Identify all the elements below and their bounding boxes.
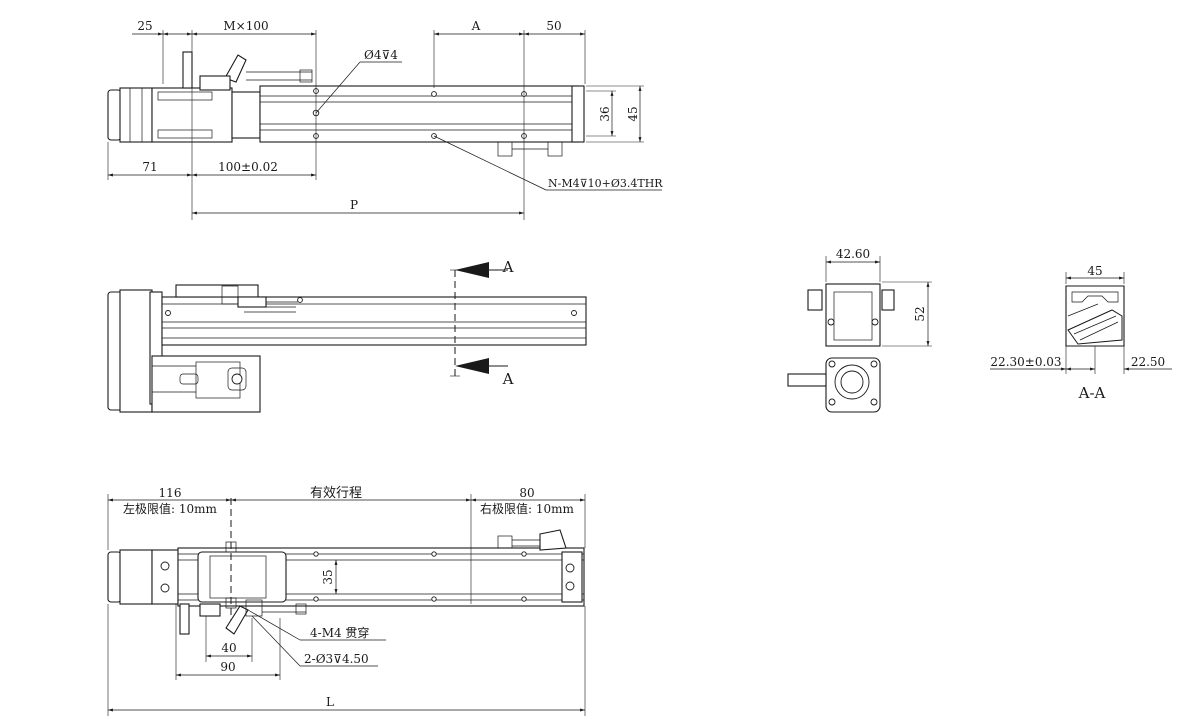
motor-body bbox=[119, 87, 153, 143]
dim-35: 35 bbox=[321, 569, 335, 584]
leader-pin bbox=[251, 615, 301, 667]
section-label: A-A bbox=[1078, 384, 1106, 402]
dim-36: 36 bbox=[598, 106, 612, 121]
motor-shaft bbox=[787, 373, 827, 387]
rail-endcap bbox=[571, 85, 585, 143]
leader-tapped bbox=[247, 609, 301, 641]
leader-hole bbox=[315, 61, 361, 114]
carriage-side bbox=[175, 284, 259, 298]
dim-l: L bbox=[326, 695, 334, 709]
handle-bar bbox=[182, 51, 193, 89]
lever bbox=[224, 54, 247, 83]
motor-endcap-bottom bbox=[107, 551, 122, 603]
rail-body bbox=[259, 85, 579, 143]
dim-45: 45 bbox=[626, 106, 640, 121]
motor-body-side bbox=[119, 289, 153, 413]
sensor-right bbox=[539, 529, 567, 551]
section-mark-bottom: A bbox=[502, 370, 514, 388]
bottom-view: 116 左极限值: 10mm 有效行程 80 右极限值: 10mm 35 4-M… bbox=[107, 486, 586, 716]
lever-base bbox=[199, 75, 231, 91]
section-mark-top: A bbox=[502, 258, 514, 276]
thread-callout: N-M4⊽10+Ø3.4THR bbox=[548, 177, 663, 190]
rail-side bbox=[161, 296, 587, 346]
slider-plate bbox=[231, 91, 261, 139]
section-view: 45 22.30±0.03 22.50 A-A bbox=[990, 264, 1172, 402]
bracket-lower bbox=[151, 355, 261, 413]
dim-p: P bbox=[350, 198, 358, 212]
leader-thread bbox=[433, 135, 547, 191]
hole-callout: Ø4⊽4 bbox=[364, 48, 398, 62]
end-right-clip bbox=[881, 289, 895, 311]
dim-100: 100±0.02 bbox=[218, 160, 278, 174]
section-dim-45: 45 bbox=[1087, 264, 1102, 278]
end-left-clip bbox=[807, 289, 823, 311]
side-view: A A bbox=[107, 258, 587, 413]
dim-42-60: 42.60 bbox=[836, 247, 870, 261]
motor-body-bottom bbox=[119, 549, 153, 605]
dim-80: 80 bbox=[519, 486, 534, 500]
dim-25: 25 bbox=[137, 19, 152, 33]
lever-bottom bbox=[225, 605, 249, 635]
pin-callout: 2-Ø3⊽4.50 bbox=[304, 652, 369, 666]
right-limit: 右极限值: 10mm bbox=[480, 501, 575, 516]
stroke-label: 有效行程 bbox=[310, 486, 362, 501]
motor-endcap bbox=[107, 89, 122, 141]
tapped-callout: 4-M4 贯穿 bbox=[310, 625, 369, 640]
dim-50: 50 bbox=[546, 19, 561, 33]
end-view: 42.60 52 bbox=[787, 247, 932, 413]
carriage-bottom bbox=[197, 551, 287, 603]
left-limit: 左极限值: 10mm bbox=[123, 501, 218, 516]
dim-22-50: 22.50 bbox=[1131, 355, 1165, 369]
dim-52: 52 bbox=[913, 306, 927, 321]
dim-mx100: M×100 bbox=[223, 19, 268, 33]
handle-bottom bbox=[179, 603, 190, 635]
dim-71: 71 bbox=[142, 160, 157, 174]
dim-90: 90 bbox=[220, 660, 235, 674]
dim-a: A bbox=[471, 19, 481, 33]
dim-40: 40 bbox=[221, 641, 236, 655]
end-body bbox=[825, 283, 881, 347]
dim-22-30: 22.30±0.03 bbox=[990, 355, 1061, 369]
top-view: 25 M×100 A 50 Ø4⊽4 36 45 71 100±0.02 P N… bbox=[107, 19, 663, 220]
dim-116: 116 bbox=[159, 486, 182, 500]
